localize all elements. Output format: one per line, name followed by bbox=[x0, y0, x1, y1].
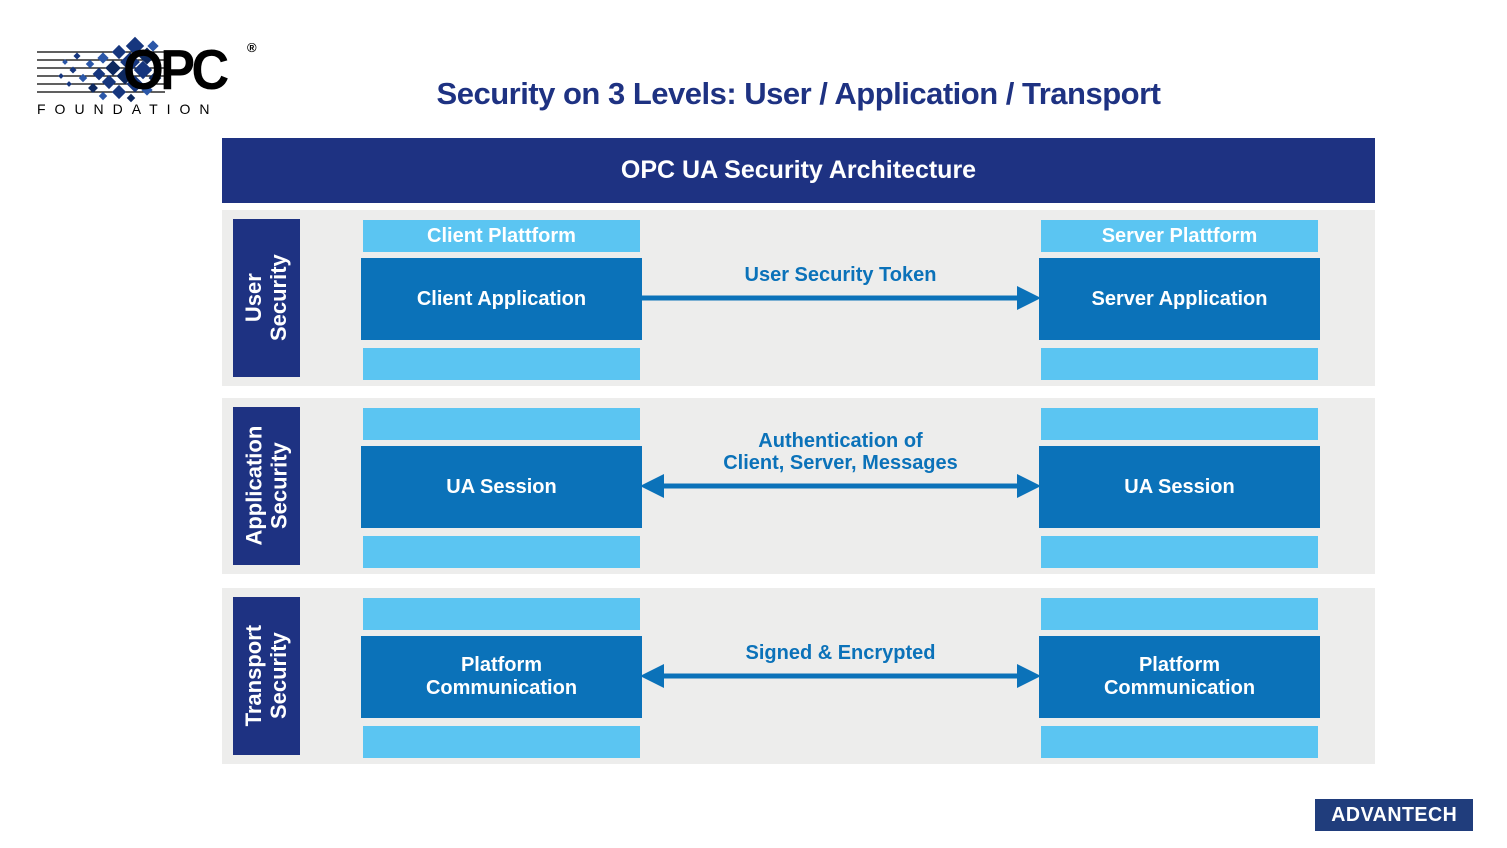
row-label-text: User Security bbox=[240, 254, 291, 342]
advantech-logo-text: ADVANTECH bbox=[1330, 803, 1457, 826]
server-ua-session-box: UA Session bbox=[1039, 446, 1320, 528]
server-empty-bar-top bbox=[1041, 598, 1318, 630]
row-label-text: Application Security bbox=[240, 426, 291, 546]
server-column: Platform Communication bbox=[1039, 588, 1320, 764]
server-empty-bar bbox=[1041, 348, 1318, 380]
arrow-label-user-security-token: User Security Token bbox=[744, 264, 937, 286]
arrowhead-left bbox=[640, 474, 664, 498]
page-title: Security on 3 Levels: User / Application… bbox=[436, 76, 1161, 111]
server-plattform-bar: Server Plattform bbox=[1041, 220, 1318, 252]
arrow-label-authentication: Authentication of Client, Server, Messag… bbox=[723, 430, 958, 475]
server-empty-bar-bottom bbox=[1041, 536, 1318, 568]
security-row-application: Application Security UA Session Authenti… bbox=[222, 398, 1375, 574]
client-column: Client Plattform Client Application bbox=[361, 210, 642, 386]
client-plattform-bar: Client Plattform bbox=[363, 220, 640, 252]
security-row-transport: Transport Security Platform Communicatio… bbox=[222, 588, 1375, 764]
opc-foundation-text: FOUNDATION bbox=[37, 101, 219, 117]
advantech-logo: ADVANTECH bbox=[1315, 799, 1473, 831]
client-empty-bar-top bbox=[363, 408, 640, 440]
row-label-text: Transport Security bbox=[240, 625, 291, 727]
client-empty-bar bbox=[363, 348, 640, 380]
architecture-banner: OPC UA Security Architecture bbox=[222, 138, 1375, 203]
arrowhead-right bbox=[1017, 286, 1041, 310]
server-platform-communication-box: Platform Communication bbox=[1039, 636, 1320, 718]
server-empty-bar-bottom bbox=[1041, 726, 1318, 758]
opc-foundation-logo: OPC ® FOUNDATION bbox=[35, 22, 260, 117]
client-platform-communication-box: Platform Communication bbox=[361, 636, 642, 718]
arrow-authentication bbox=[640, 474, 1041, 498]
arrowhead-left bbox=[640, 664, 664, 688]
client-empty-bar-bottom bbox=[363, 536, 640, 568]
arrowhead-right bbox=[1017, 664, 1041, 688]
security-row-user: User Security Client Plattform Client Ap… bbox=[222, 210, 1375, 386]
opc-logo-text: OPC bbox=[123, 38, 229, 102]
arrowhead-right bbox=[1017, 474, 1041, 498]
opc-registered-mark: ® bbox=[247, 40, 257, 55]
client-column: UA Session bbox=[361, 398, 642, 574]
client-column: Platform Communication bbox=[361, 588, 642, 764]
server-application-box: Server Application bbox=[1039, 258, 1320, 340]
client-application-box: Client Application bbox=[361, 258, 642, 340]
client-empty-bar-bottom bbox=[363, 726, 640, 758]
row-label-user-security: User Security bbox=[233, 219, 300, 377]
arrow-signed-encrypted bbox=[640, 664, 1041, 688]
server-column: UA Session bbox=[1039, 398, 1320, 574]
arrow-label-signed-encrypted: Signed & Encrypted bbox=[745, 642, 936, 664]
server-column: Server Plattform Server Application bbox=[1039, 210, 1320, 386]
server-empty-bar-top bbox=[1041, 408, 1318, 440]
client-empty-bar-top bbox=[363, 598, 640, 630]
client-ua-session-box: UA Session bbox=[361, 446, 642, 528]
arrow-user-security-token bbox=[642, 286, 1041, 310]
opc-logo-diamonds-icon bbox=[37, 36, 165, 103]
row-label-transport-security: Transport Security bbox=[233, 597, 300, 755]
row-label-application-security: Application Security bbox=[233, 407, 300, 565]
